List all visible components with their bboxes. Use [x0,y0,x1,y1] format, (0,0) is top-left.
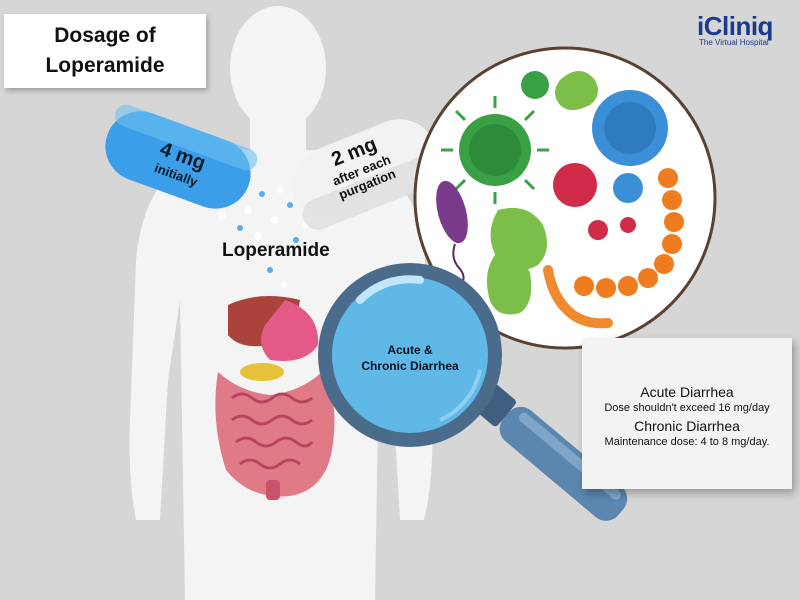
acute-text: Dose shouldn't exceed 16 mg/day [604,402,770,414]
brand-tagline: The Virtual Hospital [699,38,769,47]
dosage-note-card: Acute Diarrhea Dose shouldn't exceed 16 … [582,338,792,489]
magnifier-line-2: Chronic Diarrhea [361,359,459,373]
microbe-small-green-virus [521,71,549,99]
page-title: Dosage of Loperamide [45,24,165,77]
chronic-text: Maintenance dose: 4 to 8 mg/day. [604,436,770,448]
capsule-2mg [292,119,445,230]
brand-name: iCliniq [697,11,773,41]
microbe-green-blob [486,71,599,315]
microbe-green-virus [441,96,549,204]
microbe-blue-virus [592,90,668,203]
magnifier-label: Acute & Chronic Diarrhea [340,342,480,374]
acute-heading: Acute Diarrhea [640,384,734,400]
microbe-orange-chain [574,168,684,298]
capsule-4mg [105,104,258,209]
digestive-system-illustration [215,296,335,500]
title-card: Dosage of Loperamide [4,14,206,88]
magnifier-line-1: Acute & [387,343,433,357]
brand-logo: iCliniq The Virtual Hospital [697,12,787,52]
microbe-orange-worm [543,265,613,329]
drug-label: Loperamide [222,240,330,261]
chronic-heading: Chronic Diarrhea [634,418,740,434]
microbe-red-virus [553,163,636,240]
